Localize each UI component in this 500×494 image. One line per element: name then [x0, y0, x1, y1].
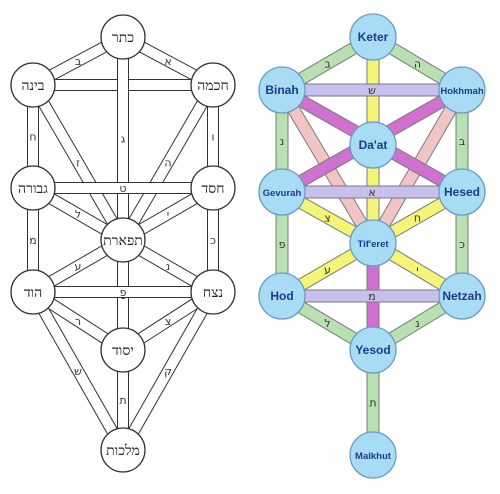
sephirah-circle-gevurah — [258, 168, 306, 216]
hebrew-path-letter: ת — [119, 394, 126, 407]
sephirah-label-binah: בינה — [21, 78, 44, 94]
sephirah-circle-binah — [258, 66, 306, 114]
english-path-letter: ח — [414, 212, 421, 225]
hebrew-path-letter: ר — [75, 315, 81, 328]
english-path-letter: נ — [415, 317, 419, 330]
hebrew-path-letter: ח — [29, 131, 36, 144]
hebrew-path-letter: ק — [164, 365, 172, 378]
sephirah-label-keter: Keter — [358, 30, 389, 44]
hebrew-path-letter: ע — [75, 260, 82, 273]
english-path-letter: נ — [280, 135, 284, 148]
sephirah-circle-malkhut — [349, 431, 397, 479]
sephirah-label-gevurah: גבורה — [18, 181, 48, 197]
english-path-letter: ל — [324, 317, 330, 330]
sephirah-label-malkhut: Malkhut — [355, 451, 392, 462]
hebrew-path-letter: ל — [75, 208, 81, 221]
hebrew-path-letter: ש — [74, 365, 82, 378]
english-path-letter: ב — [324, 58, 330, 71]
sephirah-circle-yesod — [100, 327, 146, 373]
sephirah-circle-tiferet — [100, 217, 146, 263]
hebrew-path-letter: ז — [76, 157, 80, 170]
hebrew-path-letter: כ — [210, 234, 216, 247]
english-path-letter: כ — [459, 238, 465, 251]
hebrew-path-letter: צ — [165, 315, 172, 328]
hebrew-path-letter: ט — [119, 182, 126, 195]
english-path-letter: ה — [414, 58, 421, 71]
hebrew-path-letter: ג — [121, 133, 126, 146]
sephirah-circle-chesed — [190, 165, 236, 211]
sephirah-label-hod: הוד — [24, 285, 42, 301]
sephirah-circle-chokhmah — [190, 62, 236, 108]
sephirah-circle-daat — [349, 121, 397, 169]
sephirah-circle-hod — [258, 272, 306, 320]
sephirah-circle-keter — [100, 14, 146, 60]
sephirah-label-yesod: יסוד — [112, 343, 134, 359]
sephirah-label-binah: Binah — [265, 83, 298, 97]
sephirah-circle-gevurah — [10, 165, 56, 211]
hebrew-tree-paths: באדגחוזהטלימכענספרצשקת — [27, 31, 219, 454]
sephirah-circle-netzach — [190, 269, 236, 315]
sephirah-label-hesed: Hesed — [444, 185, 480, 199]
sephirah-circle-hod — [10, 269, 56, 315]
sephirah-label-daat: Da'at — [359, 138, 388, 152]
sephirah-label-netzach: נצח — [203, 285, 223, 301]
sephirah-circle-hokhmah — [438, 66, 486, 114]
english-path-letter: ת — [369, 397, 376, 410]
sephirah-circle-netzah — [438, 272, 486, 320]
english-path-letter: פ — [279, 238, 286, 251]
hebrew-path-letter: נ — [166, 260, 170, 273]
sephirah-label-netzah: Netzah — [442, 289, 481, 303]
sephirah-label-tiferet: Tif'eret — [357, 239, 389, 250]
english-path-letter: י — [416, 264, 418, 277]
hebrew-path-letter: י — [167, 208, 169, 221]
sephirah-label-yesod: Yesod — [355, 343, 390, 357]
sephirah-label-tiferet: תפארת — [103, 233, 143, 249]
sephirah-circle-hesed — [438, 168, 486, 216]
sephirah-label-hokhmah: Hokhmah — [440, 86, 483, 97]
sephirah-circle-malkhut — [100, 427, 146, 473]
english-path-letter: ש — [368, 84, 376, 97]
english-tree-paths: בהגשנבקזדראצחפכעירמלנת — [275, 31, 469, 456]
english-path-letter: ב — [459, 135, 465, 148]
sephirah-circle-yesod — [349, 326, 397, 374]
english-path-letter: ע — [324, 264, 331, 277]
english-path-letter: מ — [368, 290, 375, 303]
hebrew-path-letter: ה — [164, 157, 171, 170]
english-path-letter: א — [368, 186, 375, 199]
sephirah-label-gevurah: Gevurah — [263, 188, 302, 199]
sephirah-circle-tiferet — [349, 219, 397, 267]
sephirah-label-keter: כתר — [112, 30, 134, 46]
sephirah-circle-keter — [349, 13, 397, 61]
sephirah-label-chesed: חסד — [202, 181, 225, 197]
hebrew-path-letter: מ — [29, 234, 36, 247]
hebrew-path-letter: ו — [212, 131, 215, 144]
hebrew-path-letter: פ — [120, 286, 127, 299]
sephirah-label-chokhmah: חכמה — [197, 78, 228, 94]
sephirah-label-malkhut: מלכות — [106, 443, 140, 459]
sephirah-label-hod: Hod — [270, 289, 293, 303]
sephirah-circle-binah — [10, 62, 56, 108]
hebrew-path-letter: ב — [75, 55, 81, 68]
english-path-letter: צ — [324, 212, 331, 225]
hebrew-path-letter: א — [164, 55, 171, 68]
